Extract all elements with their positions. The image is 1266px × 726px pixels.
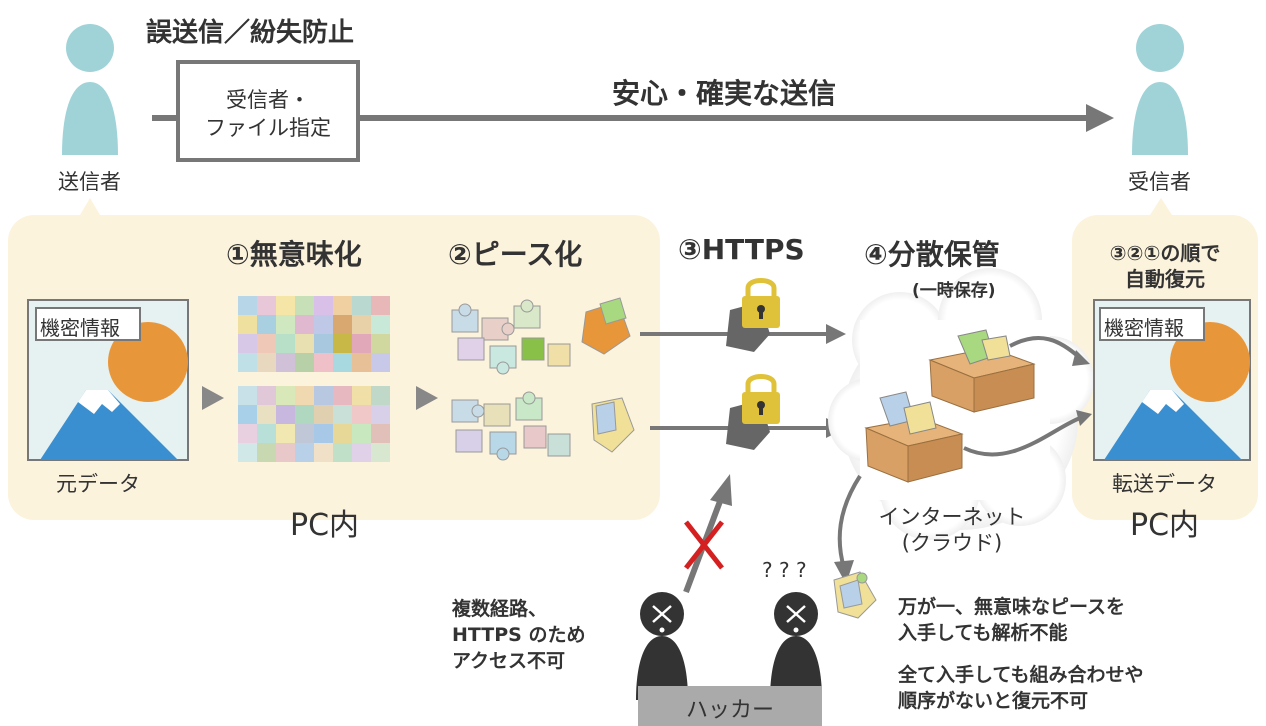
puzzle-pieces-bottom-icon (451, 391, 635, 461)
transferred-document-icon (1093, 299, 1251, 461)
left-caption: 元データ (56, 472, 140, 496)
analysis-note: 万が一、無意味なピースを 入手しても解析不能 (898, 594, 1125, 646)
prevention-title: 誤送信／紛失防止 (146, 18, 355, 48)
access-line-3: アクセス不可 (452, 650, 566, 672)
restore-line-2: 自動復元 (1125, 267, 1205, 291)
restore-line-1: ③②①の順で (1109, 241, 1221, 265)
lock-icon-top (726, 278, 780, 352)
spec-box (176, 60, 360, 162)
spec-line-1: 受信者・ (226, 88, 310, 112)
hacker-person-icon-2 (770, 592, 822, 700)
step2-label: ②ピース化 (448, 238, 583, 271)
receiver-label: 受信者 (1128, 170, 1191, 194)
send-arrow-head (1086, 104, 1114, 132)
step4-label: ④分散保管 (864, 238, 1000, 271)
question-marks: ? ? ? (762, 558, 807, 582)
access-line-1: 複数経路、 (452, 598, 548, 620)
step4-note: (一時保存) (912, 281, 996, 301)
lock-icon-bottom (726, 374, 780, 450)
storage-box-bottom-icon (864, 391, 964, 483)
analysis-line-1: 万が一、無意味なピースを (898, 596, 1126, 618)
right-pc-label: PC内 (1130, 508, 1200, 543)
left-doc-label: 機密情報 (40, 316, 120, 340)
storage-box-top-icon (928, 329, 1036, 413)
right-caption: 転送データ (1112, 472, 1217, 496)
right-doc-label: 機密情報 (1104, 316, 1184, 340)
mosaic-block-bottom-icon (238, 386, 390, 462)
cloud-line-1: インターネット (878, 505, 1026, 529)
restore-text: ③②①の順で 自動復元 (1074, 240, 1256, 292)
access-note: 複数経路、 HTTPS のため アクセス不可 (452, 596, 585, 674)
spec-line-2: ファイル指定 (205, 116, 331, 140)
puzzle-pieces-top-icon (451, 297, 631, 375)
access-line-2: HTTPS のため (452, 624, 586, 646)
receiver-person-icon (1132, 24, 1188, 155)
mosaic-block-top-icon (238, 296, 390, 372)
sender-person-icon (62, 24, 118, 155)
step3-label: ③HTTPS (678, 233, 805, 266)
stolen-piece-icon (833, 571, 877, 619)
step1-label: ①無意味化 (226, 238, 362, 271)
original-document-icon (27, 299, 189, 461)
restore-note-line-2: 順序がないと復元不可 (898, 690, 1089, 712)
hacker-person-icon-1 (636, 592, 688, 700)
cloud-line-2: (クラウド) (901, 531, 1003, 555)
restore-note: 全て入手しても組み合わせや 順序がないと復元不可 (898, 662, 1143, 714)
hacker-label: ハッカー (685, 698, 774, 723)
analysis-line-2: 入手しても解析不能 (898, 622, 1068, 644)
secure-send-label: 安心・確実な送信 (612, 77, 837, 110)
left-pc-label: PC内 (290, 508, 360, 543)
restore-note-line-1: 全て入手しても組み合わせや (898, 664, 1144, 686)
cloud-label: インターネット (クラウド) (852, 504, 1052, 556)
hacker-label-bar (638, 686, 822, 726)
spec-box-text: 受信者・ ファイル指定 (180, 86, 356, 142)
sender-label: 送信者 (58, 170, 121, 194)
